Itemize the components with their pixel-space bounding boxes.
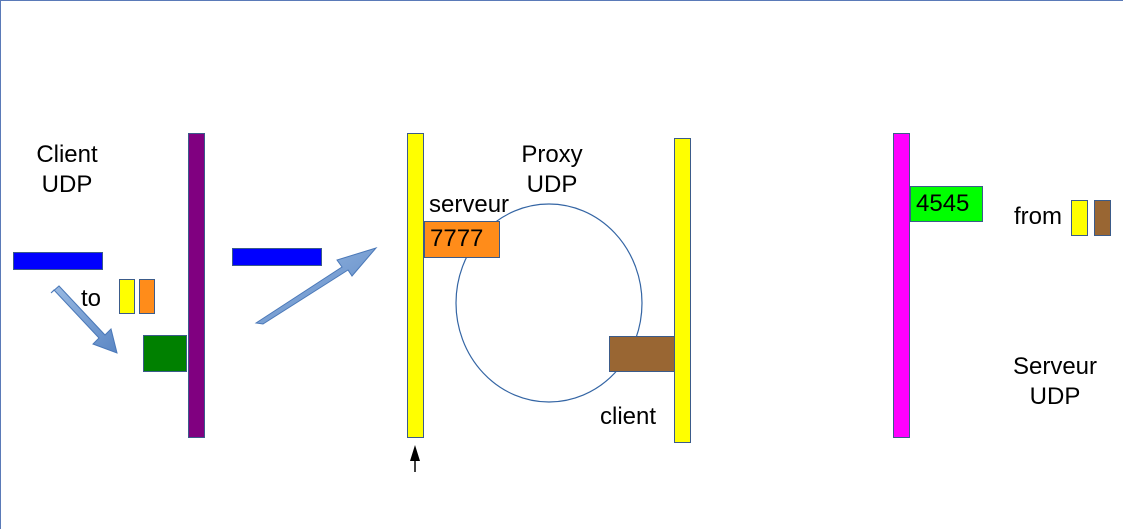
to-label: to xyxy=(81,285,102,312)
arrow-down-right-icon xyxy=(50,285,118,354)
client-port-box xyxy=(143,335,187,372)
proxy-client-label: client xyxy=(600,403,657,430)
proxy-loop-circle xyxy=(455,203,643,403)
client-label-line1: Client xyxy=(36,141,98,168)
proxy-client-socket-bar xyxy=(674,138,691,443)
from-label: from xyxy=(1014,203,1062,230)
proxy-serveur-label: serveur xyxy=(429,191,510,218)
proxy-client-port-box xyxy=(609,336,675,372)
proxy-server-socket-bar xyxy=(407,133,424,438)
transit-packet xyxy=(232,248,322,266)
proxy-label-line2: UDP xyxy=(526,171,578,198)
pointer-arrow-up-icon xyxy=(410,445,420,461)
proxy-label: Proxy UDP xyxy=(507,140,597,200)
client-packet xyxy=(13,252,103,270)
server-label-line2: UDP xyxy=(1029,383,1081,410)
from-yellow-swatch xyxy=(1071,200,1088,236)
server-label: Serveur UDP xyxy=(1005,352,1105,412)
client-label: Client UDP xyxy=(27,140,107,200)
client-label-line2: UDP xyxy=(41,171,93,198)
client-socket-bar xyxy=(188,133,205,438)
proxy-label-line1: Proxy xyxy=(521,141,583,168)
from-brown-swatch xyxy=(1094,200,1111,236)
proxy-serveur-port: 7777 xyxy=(424,221,500,258)
arrow-up-right-icon xyxy=(254,247,378,325)
to-orange-swatch xyxy=(139,279,155,314)
server-socket-bar xyxy=(893,133,910,438)
server-label-line1: Serveur xyxy=(1012,353,1098,380)
server-port: 4545 xyxy=(910,186,983,222)
to-yellow-swatch xyxy=(119,279,135,314)
